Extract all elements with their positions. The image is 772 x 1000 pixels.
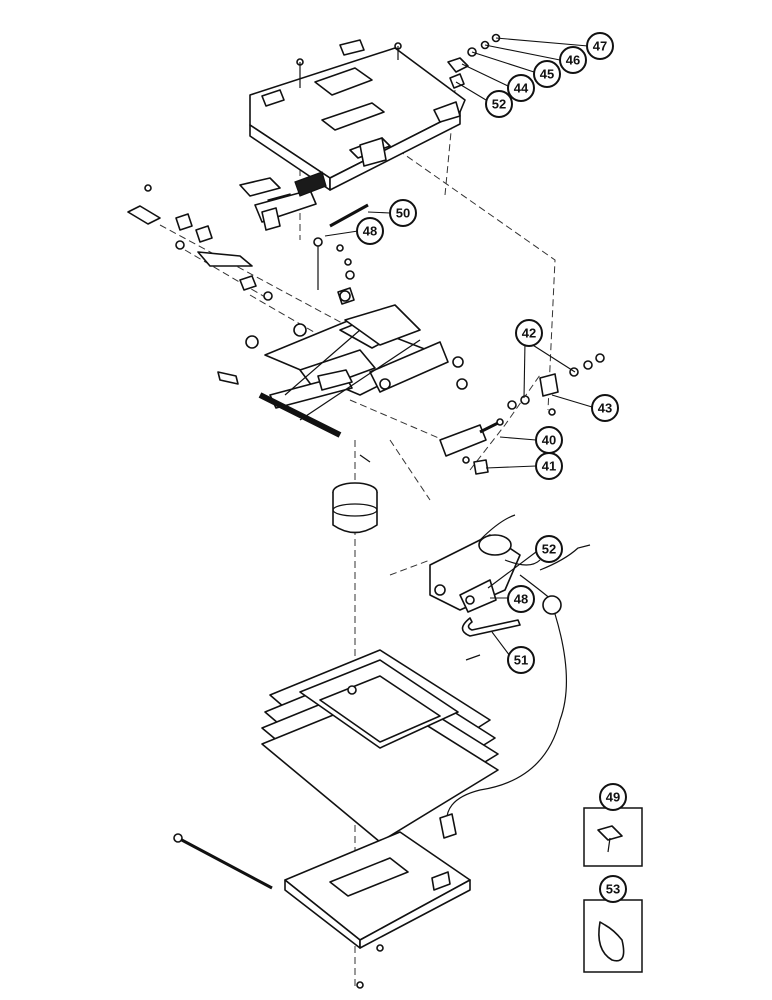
fasteners-41 [462,456,489,475]
bracket-43 [539,373,559,416]
callout-40: 40 [535,426,563,454]
compressor-unit [429,514,541,613]
callout-51: 51 [507,646,535,674]
callout-49-label: 49 [606,790,620,805]
callout-51-label: 51 [514,653,528,668]
callout-52-top: 52 [485,90,513,118]
callout-48-mid-label: 48 [514,592,528,607]
callout-48-top: 48 [356,217,384,245]
base-plate [173,831,471,989]
callout-48-top-label: 48 [363,224,377,239]
fastener-set-44-47 [447,33,501,89]
callout-42-label: 42 [522,326,536,341]
callout-45: 45 [533,60,561,88]
callout-53: 53 [599,875,627,903]
callout-52-top-label: 52 [492,97,506,112]
switch-and-cable [439,544,591,839]
left-hardware-set [127,184,273,301]
inset-box-53 [583,899,643,973]
callout-52-mid: 52 [535,535,563,563]
callout-44-label: 44 [514,81,529,96]
shock-absorber-40 [439,418,504,457]
callout-47: 47 [586,32,614,60]
scissor-frame [217,290,468,463]
hose-51 [461,617,521,637]
callout-46: 46 [559,46,587,74]
inset-box-49 [583,807,643,867]
leader-lines [324,37,593,657]
callout-53-label: 53 [606,882,620,897]
top-seat-plate [249,39,466,191]
callout-47-label: 47 [593,39,607,54]
rubber-bellows [261,649,499,843]
callout-50-label: 50 [396,206,410,221]
callout-49: 49 [599,783,627,811]
callout-40-label: 40 [542,433,556,448]
callout-42: 42 [515,319,543,347]
callout-41-label: 41 [542,459,556,474]
callout-43-label: 43 [598,401,612,416]
callout-46-label: 46 [566,53,580,68]
callout-52-mid-label: 52 [542,542,556,557]
air-spring [332,482,378,534]
callout-48-mid: 48 [507,585,535,613]
callout-50: 50 [389,199,417,227]
callout-45-label: 45 [540,67,554,82]
rod-50 [329,203,369,228]
callout-43: 43 [591,394,619,422]
callout-44: 44 [507,74,535,102]
lock-lever-mechanism [239,171,327,231]
callout-41: 41 [535,452,563,480]
